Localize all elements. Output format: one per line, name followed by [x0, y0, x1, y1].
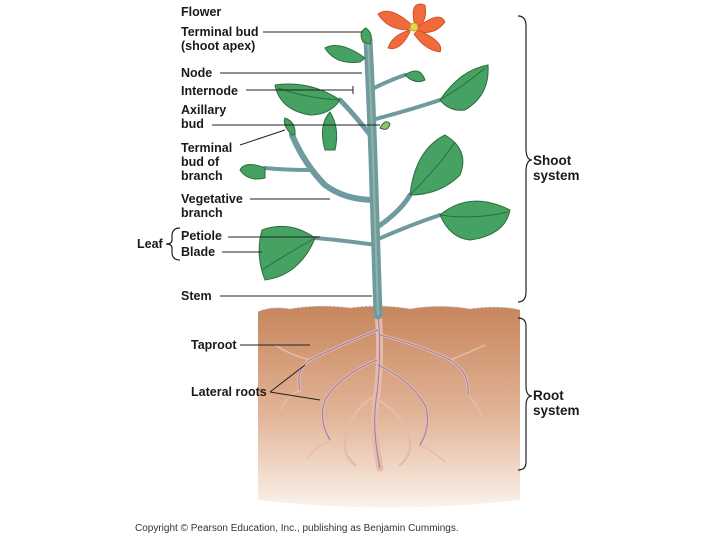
- label-leaf: Leaf: [137, 237, 163, 251]
- label-terminal-bud: Terminal bud (shoot apex): [181, 25, 259, 53]
- brackets: [165, 15, 533, 471]
- soil-surface: [257, 305, 521, 313]
- leader-lines: [212, 31, 380, 401]
- label-terminal-bud-of-branch: Terminal bud of branch: [181, 141, 233, 183]
- label-vegetative-branch: Vegetative branch: [181, 192, 243, 220]
- label-flower: Flower: [181, 5, 222, 19]
- leaf-blade: [258, 225, 316, 281]
- label-taproot: Taproot: [191, 338, 237, 352]
- stem-highlight: [367, 39, 379, 316]
- label-shoot-system: Shoot system: [533, 153, 580, 183]
- label-petiole: Petiole: [181, 229, 222, 243]
- leaves: [239, 27, 511, 281]
- label-blade: Blade: [181, 245, 216, 259]
- root-veins: [298, 311, 469, 469]
- label-node: Node: [181, 66, 213, 80]
- label-internode: Internode: [181, 84, 238, 98]
- label-axillary-bud: Axillary bud: [181, 103, 227, 131]
- flower-drawing: [377, 3, 446, 53]
- label-lateral-roots: Lateral roots: [191, 385, 267, 399]
- label-stem: Stem: [181, 289, 212, 303]
- label-root-system: Root system: [533, 388, 580, 418]
- copyright-notice: Copyright © Pearson Education, Inc., pub…: [135, 523, 459, 534]
